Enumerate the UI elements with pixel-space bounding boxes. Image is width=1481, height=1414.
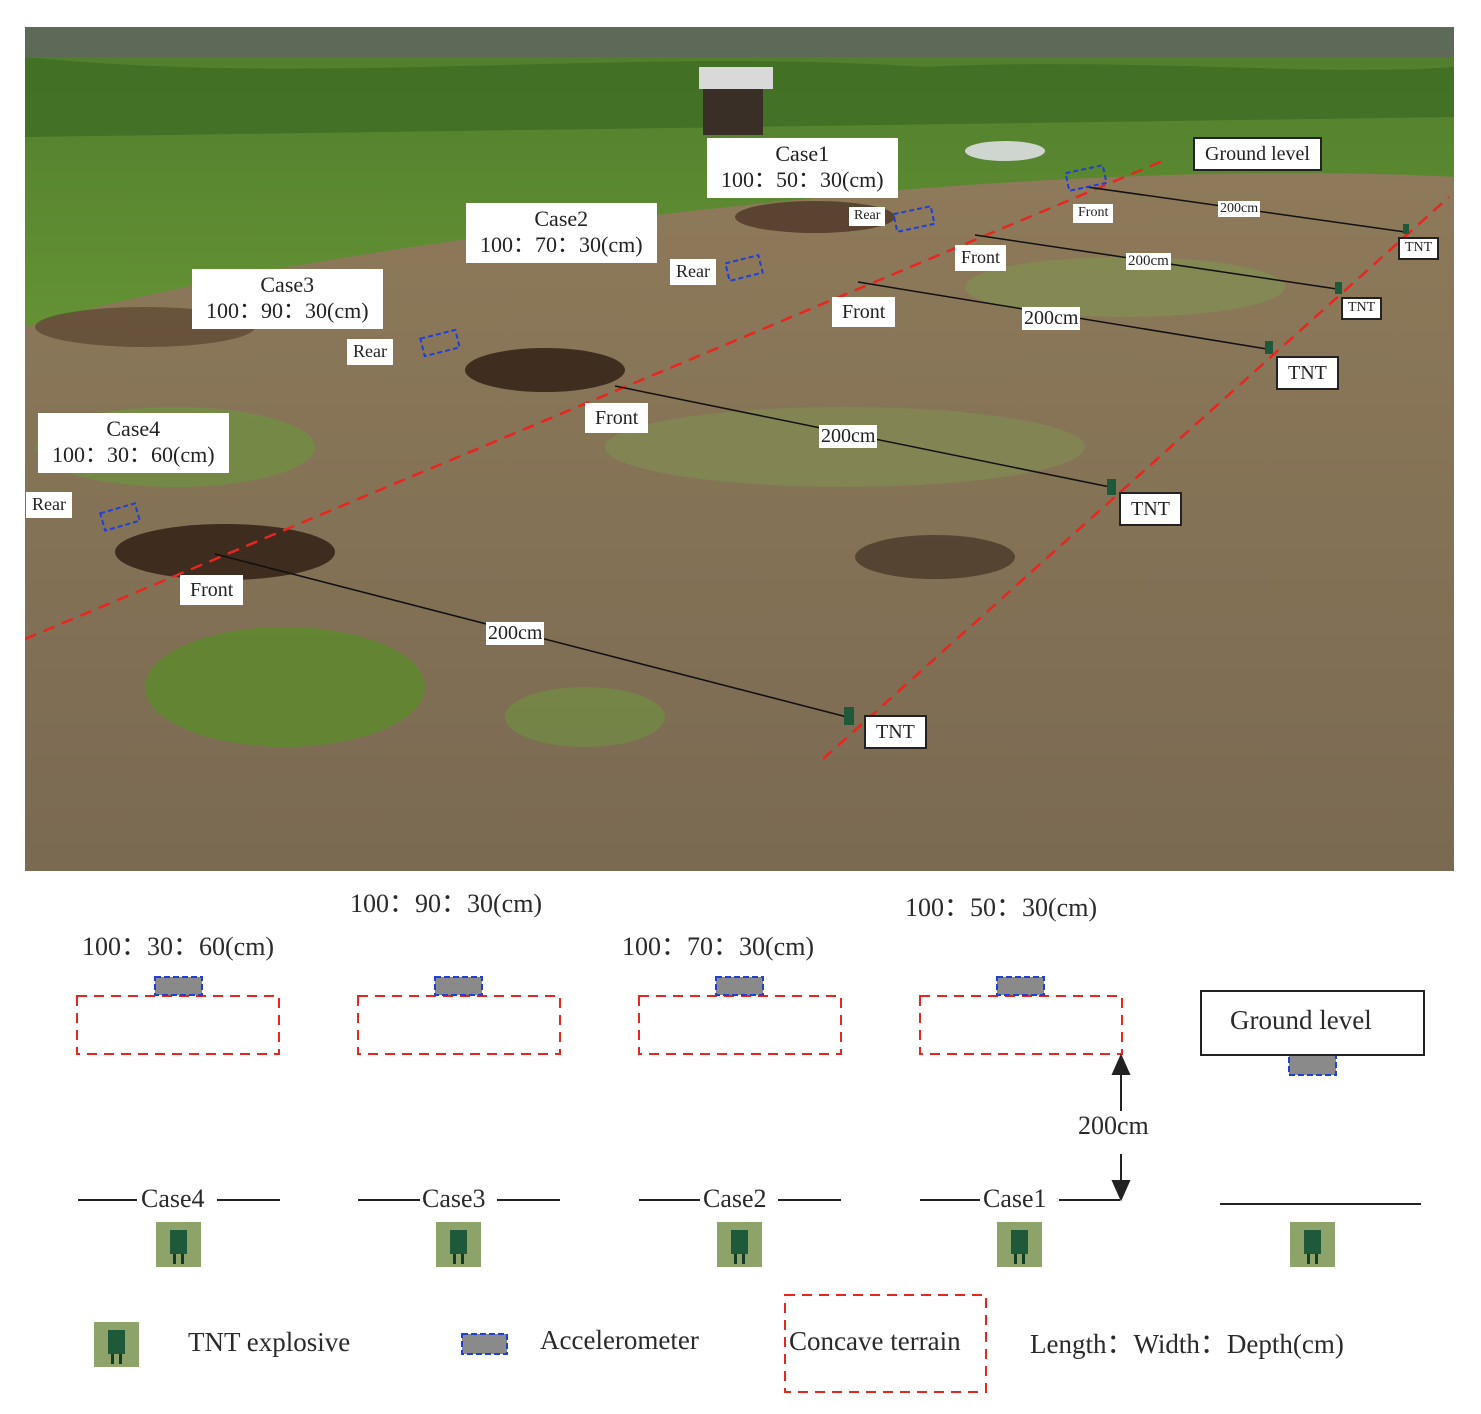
case-dims: 100：50：30(cm) [721,167,884,193]
accelerometer-icon [724,253,764,283]
tnt-icon [1265,341,1273,354]
legend-concave-terrain-rect [784,1294,987,1393]
case3-label: Case3 100：90：30(cm) [192,269,383,329]
accelerometer-icon [154,976,203,996]
schematic-diagram: 100：30：60(cm) 100：90：30(cm) 100：70：30(cm… [0,871,1481,1414]
accelerometer-icon [419,328,461,358]
case4-label: Case4 100：30：60(cm) [38,413,229,473]
ground-level-label: Ground level [1193,137,1322,171]
tnt-icon [156,1222,201,1267]
case-dims: 100：70：30(cm) [480,232,643,258]
tnt-icon [1335,282,1342,294]
front-label: Front [955,245,1007,271]
case-name: Case2 [534,206,589,231]
case4-base-label: Case4 [141,1184,205,1213]
accelerometer-marks [98,164,1108,532]
tnt-marks [844,224,1409,725]
distance-label: 200cm [819,425,878,448]
tnt-icon [717,1222,762,1267]
concave-terrain-rect [76,995,280,1055]
legend-accel-label: Accelerometer [540,1325,699,1355]
front-label: Front [832,297,896,327]
front-label: Front [585,403,649,433]
concave-terrain-rect [919,995,1123,1055]
rear-label: Rear [347,339,393,365]
case1-base-label: Case1 [983,1184,1047,1213]
accelerometer-icon [434,976,483,996]
accelerometer-icon [715,976,764,996]
concave-terrain-rect [357,995,561,1055]
case-name: Case3 [260,272,315,297]
rear-label: Rear [26,492,72,518]
case3-base-label: Case3 [422,1184,486,1213]
legend-accelerometer-icon [461,1333,508,1355]
case-name: Case1 [775,141,830,166]
case2-label: Case2 100：70：30(cm) [466,203,657,263]
dims-case2: 100：70：30(cm) [622,932,815,961]
dims-case3: 100：90：30(cm) [350,889,543,918]
accelerometer-icon [98,502,142,532]
legend-tnt-label: TNT explosive [188,1327,351,1357]
distance-label: 200cm [486,622,545,645]
legend-concave-label: Concave terrain [789,1326,961,1356]
tnt-label: TNT [1341,297,1383,320]
schematic-accelerometers [154,976,1337,1076]
rear-label: Rear [670,259,716,285]
accelerometer-icon [996,976,1045,996]
front-label: Front [180,575,244,605]
accelerometer-icon [1064,164,1108,192]
tnt-label: TNT [864,715,927,749]
accelerometer-icon [1288,1054,1337,1076]
dims-case4: 100：30：60(cm) [82,932,275,961]
tnt-icon [1107,479,1116,495]
case1-label: Case1 100：50：30(cm) [707,138,898,198]
schematic-ground-level-label: Ground level [1230,1005,1372,1035]
distance-label: 200cm [1218,201,1261,217]
concave-terrain-rect [638,995,842,1055]
front-label: Front [1073,204,1114,223]
accelerometer-icon [892,205,936,233]
distance-label: 200cm [1022,307,1081,330]
tnt-icon [436,1222,481,1267]
case2-base-label: Case2 [703,1184,767,1213]
ground-level-box [1200,990,1425,1056]
case-name: Case4 [106,416,161,441]
tnt-icon [1403,224,1409,234]
distance-arrow [1111,1053,1131,1202]
tnt-icon [997,1222,1042,1267]
tnt-icon [844,707,854,725]
distance-label: 200cm [1126,253,1171,270]
legend-tnt-icon [94,1322,139,1367]
tnt-label: TNT [1398,237,1440,260]
dims-case1: 100：50：30(cm) [905,893,1098,922]
tnt-label: TNT [1119,492,1182,526]
field-photo: Case1 100：50：30(cm) Case2 100：70：30(cm) … [25,27,1454,871]
case-dims: 100：90：30(cm) [206,298,369,324]
schematic-tnt-icons [156,1222,1335,1267]
rear-label: Rear [849,207,886,226]
tnt-icon [1290,1222,1335,1267]
tnt-label: TNT [1276,356,1339,390]
schematic-graphics [76,976,1425,1393]
case-dims: 100：30：60(cm) [52,442,215,468]
schematic-distance-label: 200cm [1078,1111,1149,1140]
legend-ratio-label: Length：Width：Depth(cm) [1030,1329,1344,1359]
